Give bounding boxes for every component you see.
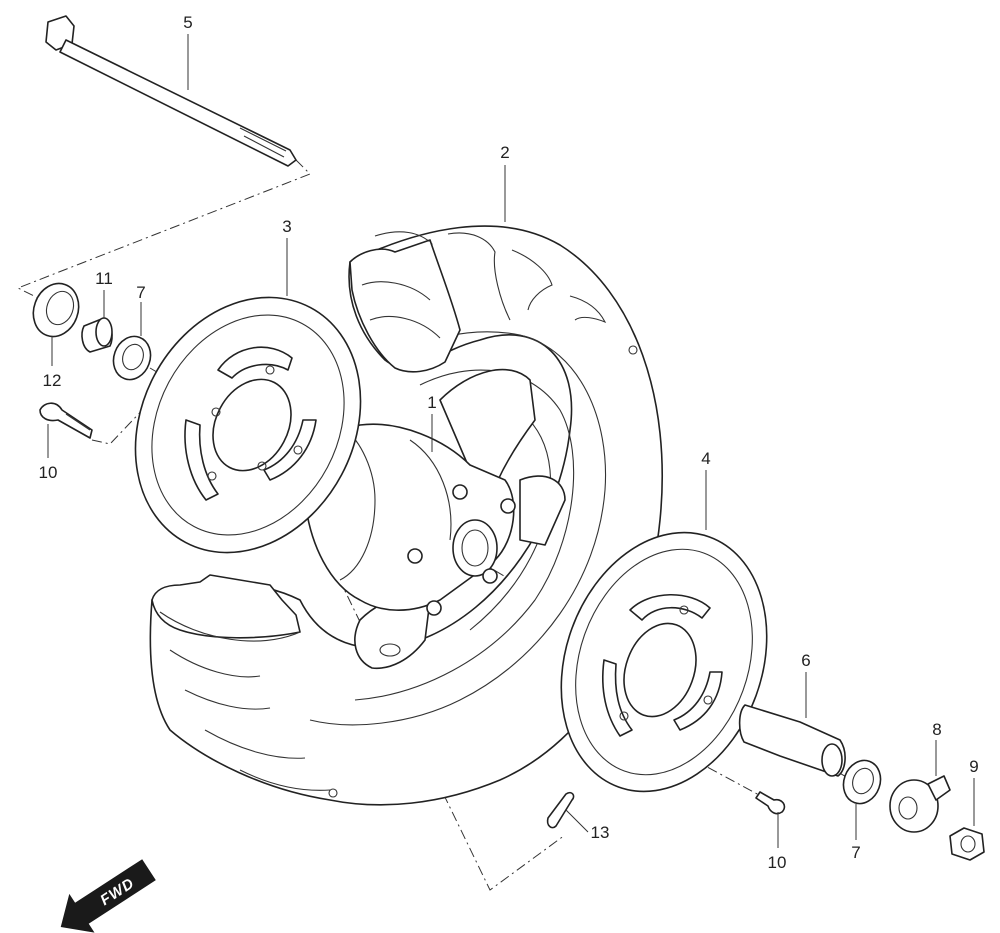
part-label-7-right: 7 bbox=[851, 843, 860, 862]
part-label-13: 13 bbox=[591, 823, 610, 842]
tire-valve bbox=[546, 791, 575, 829]
wheel-rim bbox=[303, 368, 566, 670]
leader-lines bbox=[47, 34, 975, 848]
part-label-4: 4 bbox=[701, 449, 710, 468]
axle-nut bbox=[949, 827, 985, 861]
part-label-2: 2 bbox=[500, 143, 509, 162]
part-label-8: 8 bbox=[932, 720, 941, 739]
brake-disc-right bbox=[560, 531, 768, 793]
tire bbox=[149, 225, 664, 806]
part-label-11: 11 bbox=[95, 269, 113, 288]
collar bbox=[81, 317, 113, 353]
part-label-7-left: 7 bbox=[136, 283, 145, 302]
speedometer-gear bbox=[889, 775, 951, 833]
bearing-left bbox=[112, 335, 152, 381]
disc-bolt-right bbox=[755, 791, 786, 815]
axle-bolt bbox=[45, 15, 297, 167]
brake-disc-left bbox=[134, 296, 362, 554]
disc-bolt-left bbox=[39, 402, 93, 439]
part-label-10-right: 10 bbox=[768, 853, 787, 872]
part-label-5: 5 bbox=[183, 13, 192, 32]
part-label-12: 12 bbox=[43, 371, 62, 390]
part-label-6: 6 bbox=[801, 651, 810, 670]
part-label-9: 9 bbox=[969, 757, 978, 776]
part-labels: 5 2 3 1 4 6 7 7 8 9 10 10 11 12 13 bbox=[39, 13, 979, 872]
fwd-arrow-icon: FWD bbox=[60, 859, 156, 933]
bearing-right bbox=[842, 759, 882, 805]
axle-collar-right bbox=[738, 704, 846, 777]
part-label-1: 1 bbox=[427, 393, 436, 412]
oil-seal bbox=[32, 282, 80, 338]
part-label-3: 3 bbox=[282, 217, 291, 236]
part-label-10-left: 10 bbox=[39, 463, 58, 482]
